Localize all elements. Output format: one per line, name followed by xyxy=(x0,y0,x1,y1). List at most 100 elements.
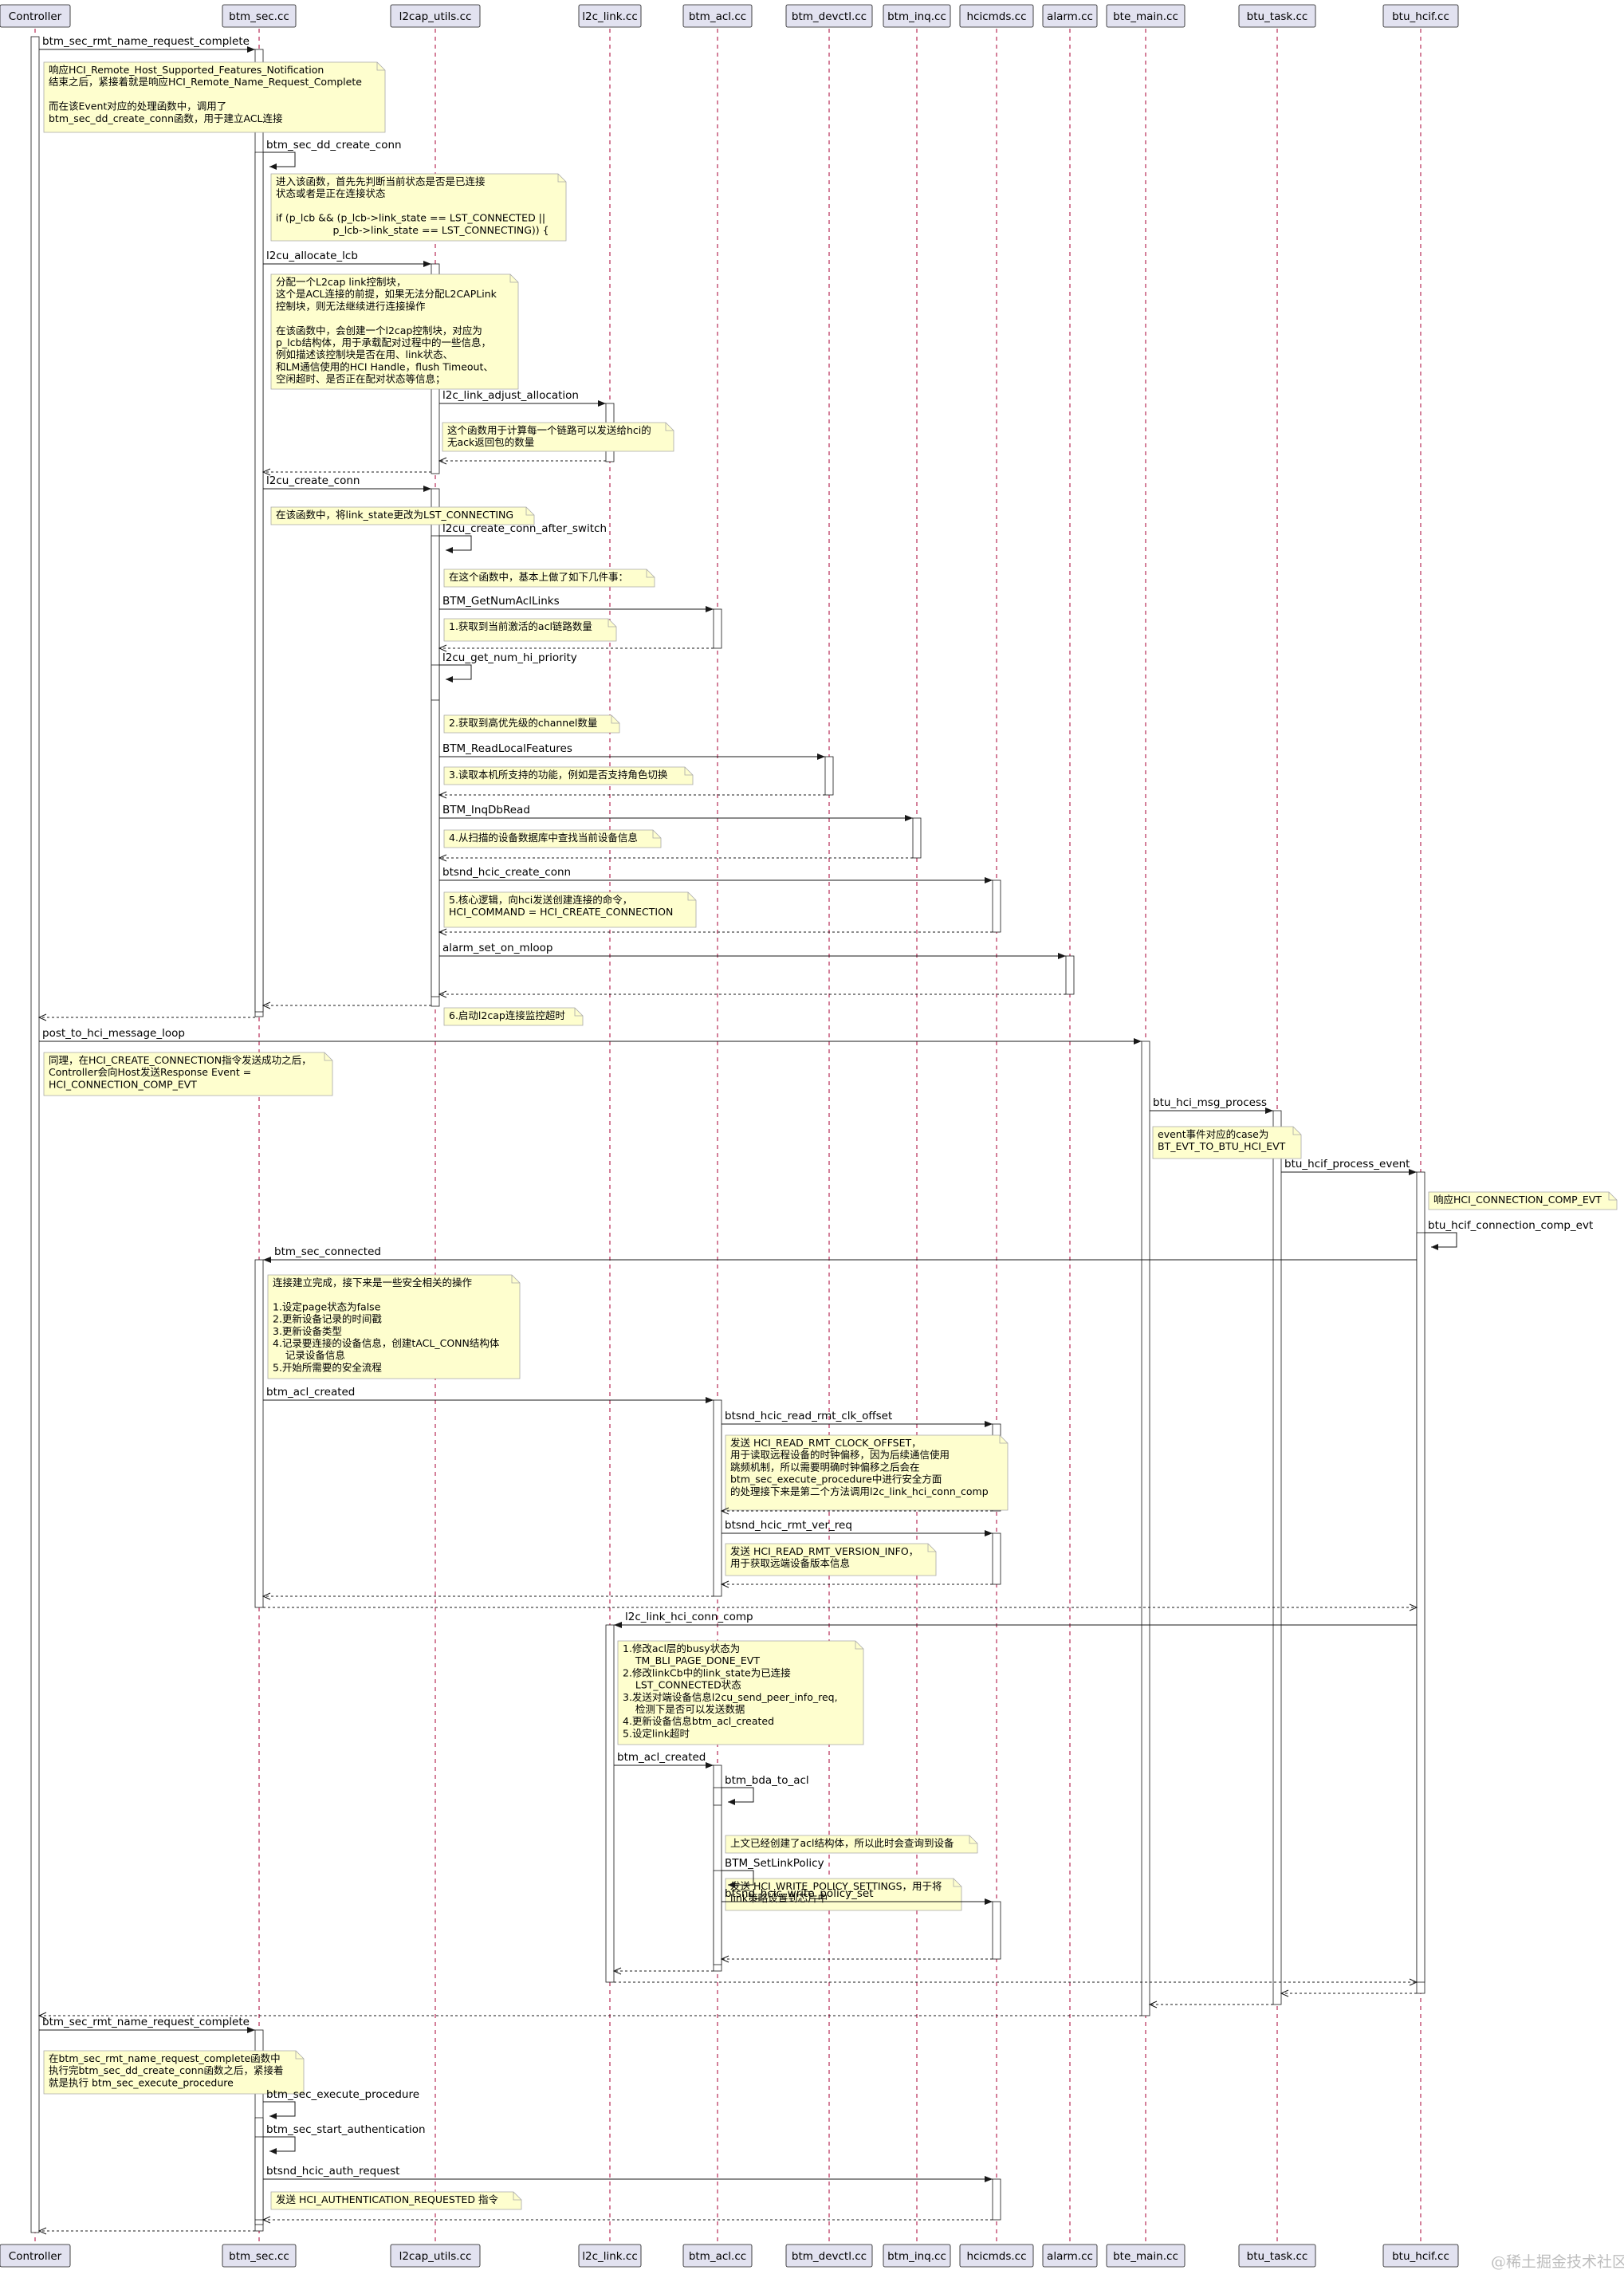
activation-bar-l2l xyxy=(605,1624,615,1983)
message-label: btsnd_hcic_create_conn xyxy=(442,866,571,879)
note-text: 1.获取到当前激活的acl链路数量 xyxy=(449,620,592,632)
activation-bar-hcif xyxy=(1416,1232,1425,1983)
return-arrow xyxy=(37,2227,255,2235)
message-arrow: btm_acl_created xyxy=(263,1386,714,1403)
return-arrow xyxy=(438,990,1066,998)
message-arrow: BTM_SetLinkPolicy xyxy=(722,1857,824,1888)
activation-bar-hci xyxy=(992,1901,1001,1960)
message-label: btm_acl_created xyxy=(617,1751,706,1764)
message-arrow: BTM_GetNumAclLinks xyxy=(439,595,714,612)
note-text: 3.读取本机所支持的功能，例如是否支持角色切换 xyxy=(449,769,668,781)
message-arrow: l2c_link_hci_conn_comp xyxy=(614,1611,1417,1628)
note-box: 发送 HCI_AUTHENTICATION_REQUESTED 指令 xyxy=(270,2191,522,2210)
message-arrow: btsnd_hcic_write_policy_set xyxy=(722,1887,993,1905)
activation-bar-hci xyxy=(992,2178,1001,2221)
participant-label: btu_task.cc xyxy=(1247,2250,1308,2263)
message-label: BTM_ReadLocalFeatures xyxy=(442,742,572,755)
participant-sec-bottom: btm_sec.cc xyxy=(222,2244,297,2268)
activation-bar-acl xyxy=(713,1765,722,1972)
activation-bar-alarm xyxy=(1065,955,1075,995)
participant-label: l2cap_utils.cc xyxy=(399,2250,472,2263)
participant-hcif-bottom: btu_hcif.cc xyxy=(1382,2244,1459,2268)
activation-bar-bte xyxy=(1141,1041,1150,2016)
return-arrow xyxy=(720,1507,993,1515)
note-box: 4.从扫描的设备数据库中查找当前设备信息 xyxy=(443,829,662,848)
message-label: BTM_SetLinkPolicy xyxy=(725,1857,824,1870)
return-arrow xyxy=(720,1580,993,1588)
return-arrow xyxy=(1280,1989,1417,1997)
note-box: 发送 HCI_READ_RMT_VERSION_INFO，用于获取远端设备版本信… xyxy=(725,1543,937,1576)
note-text: 5.核心逻辑，向hci发送创建连接的命令，HCI_COMMAND = HCI_C… xyxy=(449,894,673,918)
activation-bar-acl xyxy=(713,1787,722,1806)
note-box: 3.读取本机所支持的功能，例如是否支持角色切换 xyxy=(443,766,694,785)
activation-bar-l2u xyxy=(431,535,440,997)
note-box: 6.启动l2cap连接监控超时 xyxy=(443,1007,584,1026)
participant-inq-bottom: btm_inq.cc xyxy=(883,2244,951,2268)
note-box: 在这个函数中，基本上做了如下几件事： xyxy=(443,568,655,588)
participant-label: l2c_link.cc xyxy=(582,2250,638,2263)
message-label: btsnd_hcic_rmt_ver_req xyxy=(725,1519,852,1532)
activation-bar-inq xyxy=(912,817,922,859)
participant-label: btu_hcif.cc xyxy=(1392,10,1449,23)
message-arrow: btsnd_hcic_create_conn xyxy=(439,866,993,883)
message-label: btm_sec_execute_procedure xyxy=(266,2088,419,2101)
participant-btu-bottom: btu_task.cc xyxy=(1238,2244,1316,2268)
note-box: 在btm_sec_rmt_name_request_complete函数中执行完… xyxy=(43,2050,305,2095)
participant-label: l2c_link.cc xyxy=(582,10,638,23)
message-label: btu_hcif_process_event xyxy=(1284,1158,1410,1170)
return-arrow xyxy=(37,1013,255,1021)
message-label: l2c_link_hci_conn_comp xyxy=(625,1611,753,1623)
return-arrow xyxy=(438,644,714,652)
note-text: 在这个函数中，基本上做了如下几件事： xyxy=(449,571,628,583)
message-label: BTM_InqDbRead xyxy=(442,804,530,816)
message-label: l2cu_create_conn_after_switch xyxy=(442,522,607,535)
note-text: 这个函数用于计算每一个链路可以发送给hci的无ack返回包的数量 xyxy=(447,424,651,448)
message-arrow: btsnd_hcic_rmt_ver_req xyxy=(722,1519,993,1536)
return-arrow xyxy=(261,2216,993,2224)
message-arrow: btm_sec_execute_procedure xyxy=(263,2088,419,2119)
participant-acl-top: btm_acl.cc xyxy=(682,4,753,28)
participant-hcif-top: btu_hcif.cc xyxy=(1382,4,1459,28)
message-label: btu_hcif_connection_comp_evt xyxy=(1428,1219,1593,1232)
return-arrow xyxy=(37,2012,1142,2020)
participant-l2u-bottom: l2cap_utils.cc xyxy=(390,2244,481,2268)
note-text: 2.获取到高优先级的channel数量 xyxy=(449,717,597,729)
message-label: l2c_link_adjust_allocation xyxy=(442,389,579,402)
participant-hci-top: hcicmds.cc xyxy=(959,4,1034,28)
note-box: 在该函数中，将link_state更改为LST_CONNECTING xyxy=(270,506,535,525)
message-arrow: btm_sec_rmt_name_request_complete xyxy=(39,35,255,53)
message-arrow: btm_sec_connected xyxy=(263,1245,1417,1263)
activation-bar-btu xyxy=(1272,1110,1282,2005)
message-label: BTM_GetNumAclLinks xyxy=(442,595,560,608)
message-arrow: BTM_ReadLocalFeatures xyxy=(439,742,825,760)
note-text: 进入该函数，首先先判断当前状态是否是已连接状态或者是正在连接状态 if (p_l… xyxy=(276,175,549,236)
note-box: 1.获取到当前激活的acl链路数量 xyxy=(443,618,617,642)
return-arrow xyxy=(612,1967,714,1975)
participant-btu-top: btu_task.cc xyxy=(1238,4,1316,28)
return-arrow xyxy=(261,468,431,476)
participant-label: alarm.cc xyxy=(1047,2250,1093,2263)
message-label: l2cu_create_conn xyxy=(266,474,360,487)
participant-l2l-bottom: l2c_link.cc xyxy=(578,2244,642,2268)
participant-label: bte_main.cc xyxy=(1113,10,1178,23)
note-text: 发送 HCI_AUTHENTICATION_REQUESTED 指令 xyxy=(276,2193,498,2205)
message-arrow: btm_bda_to_acl xyxy=(722,1774,809,1805)
note-text: 发送 HCI_READ_RMT_VERSION_INFO，用于获取远端设备版本信… xyxy=(730,1545,918,1569)
note-box: 响应HCI_CONNECTION_COMP_EVT xyxy=(1428,1191,1618,1210)
participant-inq-top: btm_inq.cc xyxy=(883,4,951,28)
note-text: 在该函数中，将link_state更改为LST_CONNECTING xyxy=(276,509,513,521)
note-text: 4.从扫描的设备数据库中查找当前设备信息 xyxy=(449,832,638,844)
message-label: btu_hci_msg_process xyxy=(1153,1096,1267,1109)
participant-label: btu_hcif.cc xyxy=(1392,2250,1449,2263)
note-text: 6.启动l2cap连接监控超时 xyxy=(449,1009,565,1021)
activation-bar-sec xyxy=(254,1259,264,1608)
return-arrow xyxy=(438,928,993,936)
